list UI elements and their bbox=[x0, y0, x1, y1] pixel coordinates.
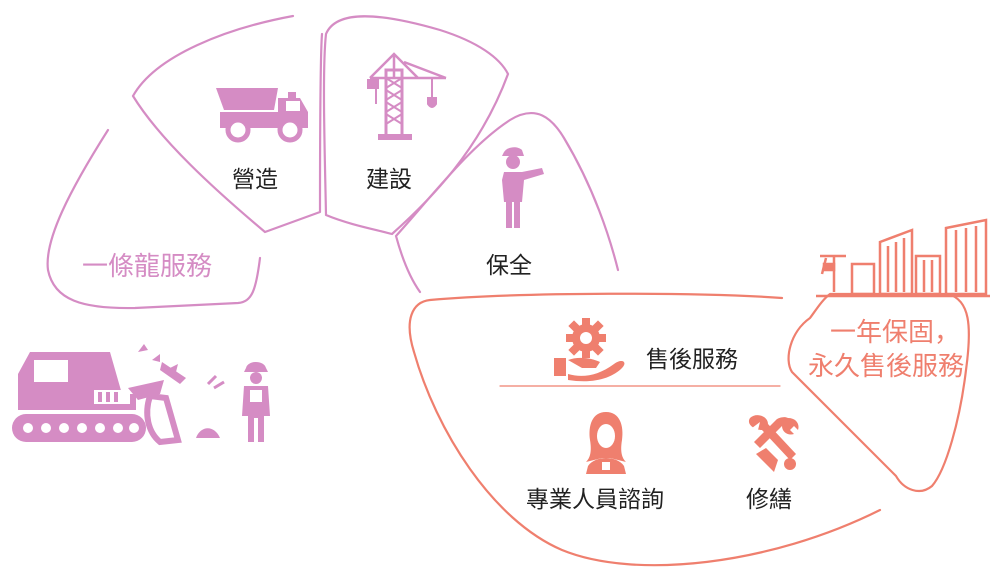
bulldozer-icon bbox=[12, 344, 225, 446]
petal-security bbox=[394, 112, 620, 294]
petal-construction bbox=[131, 14, 324, 234]
promise-line-2: 永久售後服務 bbox=[808, 352, 965, 382]
promise-petal bbox=[787, 292, 971, 493]
consultant-woman-icon bbox=[586, 412, 626, 474]
dump-truck-icon bbox=[216, 88, 308, 143]
sub-service-label-consult: 專業人員諮詢 bbox=[526, 487, 664, 513]
petal-build bbox=[322, 15, 510, 236]
construction-worker-icon bbox=[242, 362, 270, 442]
sub-service-label-repair: 修繕 bbox=[746, 487, 792, 513]
repair-tools-icon bbox=[748, 415, 799, 472]
petal-outer-arc bbox=[46, 128, 262, 310]
promise-line-1: 一年保固， bbox=[830, 318, 961, 348]
left-group-title: 一條龍服務 bbox=[82, 252, 213, 282]
promise-text: 一年保固， 永久售後服務 bbox=[808, 316, 964, 384]
gear-hand-icon bbox=[554, 318, 625, 382]
main-service-label: 售後服務 bbox=[646, 347, 738, 373]
after-sales-bowl bbox=[408, 292, 882, 567]
tower-crane-icon bbox=[367, 52, 447, 140]
city-skyline-icon bbox=[816, 218, 990, 298]
item-label-build: 建設 bbox=[366, 167, 412, 193]
security-guard-icon bbox=[502, 147, 544, 228]
item-label-security: 保全 bbox=[486, 253, 532, 279]
item-label-construction: 營造 bbox=[232, 167, 278, 193]
